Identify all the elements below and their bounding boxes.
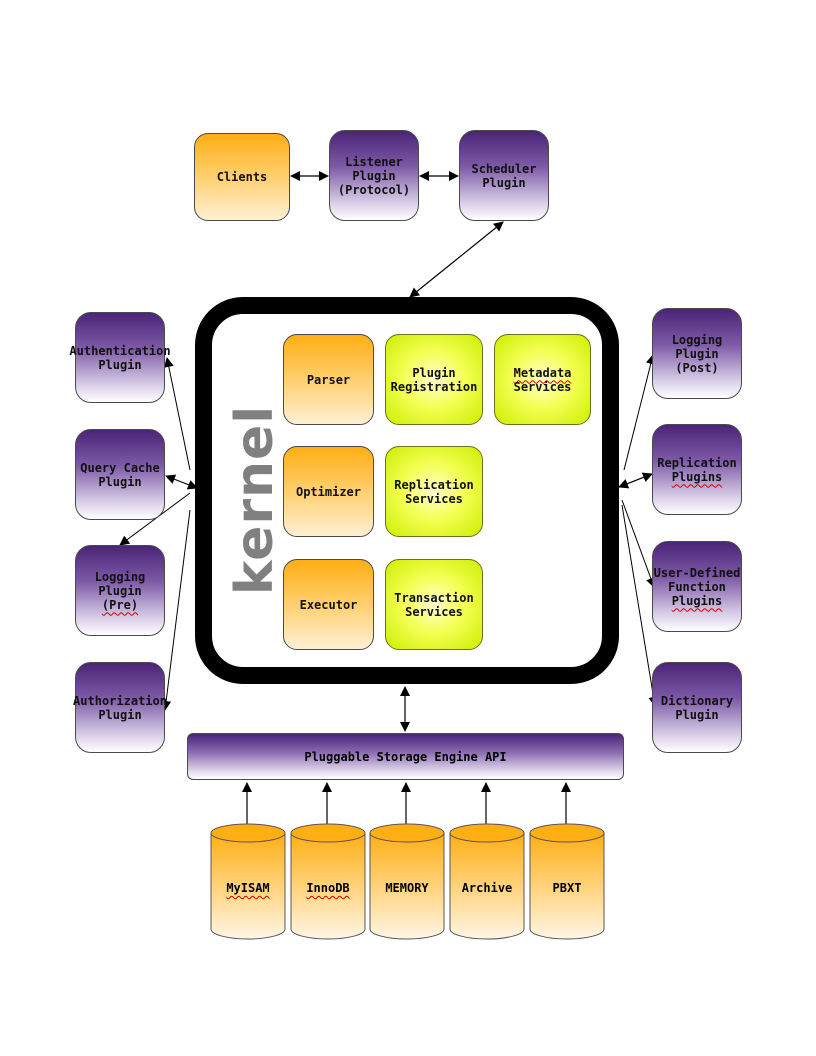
replication-plugins-box: Replication Plugins (652, 424, 742, 515)
arrow-kernel-replication (618, 472, 653, 489)
clients-box: Clients (194, 133, 290, 221)
arrow-kernel-dictionary (621, 504, 659, 707)
cylinder-icon (210, 823, 286, 940)
logging-plugin-post-box: Logging Plugin (Post) (652, 308, 742, 399)
listener-plugin-box: Listener Plugin (Protocol) (329, 130, 419, 221)
cylinder-icon (290, 823, 366, 940)
arrow-kernel-udf (621, 499, 656, 588)
authorization-plugin-box: Authorization Plugin (73, 662, 167, 753)
engine-myisam: MyISAM (210, 823, 286, 941)
replication-plugins-label: Replication (657, 455, 737, 470)
arrow-kernel-authentication (163, 357, 191, 471)
engine-label: InnoDB (306, 881, 350, 895)
udf-plugins-label: User-Defined Function (653, 565, 741, 594)
engine-memory: MEMORY (369, 823, 445, 941)
logging-pre-suffix: (Pre) (101, 597, 139, 612)
replication-services-box: Replication Services (385, 446, 483, 537)
udf-plugins-suffix: Plugins (671, 593, 723, 608)
arrow-kernel-logging-post (623, 354, 656, 471)
logging-plugin-pre-box: Logging Plugin (Pre) (75, 545, 165, 636)
engine-label: Archive (461, 881, 513, 895)
transaction-services-box: Transaction Services (385, 559, 483, 650)
pluggable-storage-engine-api: Pluggable Storage Engine API (187, 733, 624, 780)
kernel-label: kernel (225, 404, 285, 596)
cylinder-icon (449, 823, 525, 940)
engine-innodb: InnoDB (290, 823, 366, 941)
plugin-registration-box: Plugin Registration (385, 334, 483, 425)
cylinder-icon (529, 823, 605, 940)
query-cache-plugin-box: Query Cache Plugin (75, 429, 165, 520)
parser-box: Parser (283, 334, 374, 425)
udf-plugins-box: User-Defined Function Plugins (652, 541, 742, 632)
logging-pre-label: Logging Plugin (94, 569, 146, 598)
arrow-kernel-querycache (165, 474, 198, 490)
engine-label: MEMORY (385, 881, 429, 895)
engine-label: MyISAM (226, 881, 270, 895)
arrow-kernel-logging-pre (119, 492, 191, 546)
authentication-plugin-box: Authentication Plugin (69, 312, 171, 403)
executor-box: Executor (283, 559, 374, 650)
optimizer-box: Optimizer (283, 446, 374, 537)
engine-pbxt: PBXT (529, 823, 605, 941)
engine-label: PBXT (552, 881, 582, 895)
cylinder-icon (369, 823, 445, 940)
arrow-scheduler-kernel (409, 221, 504, 298)
metadata-services-box: Metadata Services (494, 334, 591, 425)
metadata-label: Metadata (513, 365, 572, 380)
arrow-kernel-authorization (161, 509, 191, 711)
scheduler-plugin-box: Scheduler Plugin (459, 130, 549, 221)
dictionary-plugin-box: Dictionary Plugin (652, 662, 742, 753)
metadata-services-label: Services (513, 379, 572, 394)
replication-plugins-suffix: Plugins (671, 469, 723, 484)
engine-archive: Archive (449, 823, 525, 941)
